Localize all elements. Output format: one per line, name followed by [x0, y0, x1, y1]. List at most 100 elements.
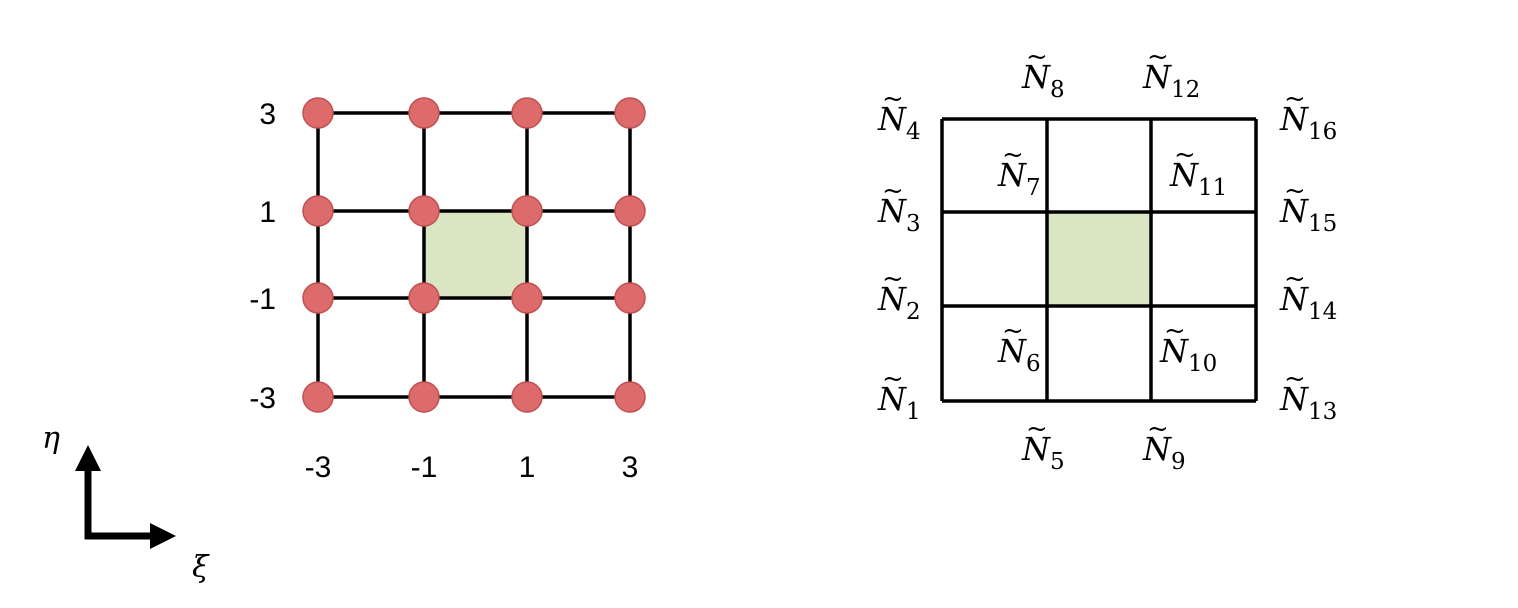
tilde-accent: ~ — [1284, 84, 1306, 114]
tilde-accent: ~ — [1174, 140, 1196, 170]
x-tick-label: -3 — [305, 451, 332, 484]
label-subscript: 14 — [1308, 299, 1337, 325]
shape-function-label-n9: ~N9 — [1142, 414, 1186, 475]
shape-function-label-n1: ~N1 — [877, 364, 921, 425]
label-subscript: 4 — [906, 119, 921, 145]
grid-node — [614, 381, 646, 413]
label-base: N — [997, 156, 1027, 194]
shape-function-label-n6: ~N6 — [997, 316, 1041, 377]
label-subscript: 6 — [1026, 351, 1041, 377]
grid-tick-labels: -3 -1 1 3 3 1 -1 -3 — [249, 98, 638, 484]
label-subscript: 16 — [1308, 119, 1337, 145]
label-subscript: 5 — [1050, 449, 1065, 475]
grid-node — [511, 195, 543, 227]
grid-node — [614, 97, 646, 129]
tilde-accent: ~ — [882, 176, 904, 206]
label-subscript: 15 — [1308, 211, 1337, 237]
grid-node — [408, 381, 440, 413]
svg-text:N9: N9 — [1142, 430, 1186, 475]
tilde-accent: ~ — [1147, 414, 1169, 444]
y-tick-label: -1 — [249, 283, 276, 316]
svg-text:N12: N12 — [1142, 58, 1200, 103]
xi-axis-label: ξ — [192, 550, 210, 585]
x-tick-label: 3 — [622, 451, 639, 484]
grid-lines — [316, 111, 632, 399]
shape-function-label-n8: ~N8 — [1021, 42, 1065, 103]
shape-function-label-n4: ~N4 — [877, 84, 921, 145]
shape-function-grid: ~N1~N2~N3~N4~N5~N6~N7~N8~N9~N10~N11~N12~… — [877, 42, 1337, 475]
svg-text:N2: N2 — [877, 280, 921, 325]
svg-text:N11: N11 — [1169, 156, 1227, 201]
label-subscript: 10 — [1188, 351, 1217, 377]
grid-node — [511, 97, 543, 129]
y-tick-label: 1 — [259, 196, 276, 229]
shape-function-label-n14: ~N14 — [1279, 264, 1337, 325]
shape-function-label-n15: ~N15 — [1279, 176, 1337, 237]
label-base: N — [1279, 380, 1309, 418]
tilde-accent: ~ — [882, 364, 904, 394]
y-tick-label: 3 — [259, 98, 276, 131]
node-grid: -3 -1 1 3 3 1 -1 -3 — [249, 97, 646, 484]
tilde-accent: ~ — [1026, 42, 1048, 72]
tilde-accent: ~ — [1284, 364, 1306, 394]
highlighted-element — [1047, 212, 1151, 306]
svg-text:N6: N6 — [997, 332, 1041, 377]
shape-function-labels: ~N1~N2~N3~N4~N5~N6~N7~N8~N9~N10~N11~N12~… — [877, 42, 1337, 475]
tilde-accent: ~ — [1147, 42, 1169, 72]
eta-arrowhead-icon — [75, 445, 101, 471]
label-subscript: 3 — [906, 211, 921, 237]
axis-indicator: η ξ — [42, 421, 210, 585]
tilde-accent: ~ — [882, 264, 904, 294]
grid-node — [408, 195, 440, 227]
tilde-accent: ~ — [1002, 140, 1024, 170]
label-base: N — [1142, 430, 1172, 468]
label-base: N — [1279, 280, 1309, 318]
label-subscript: 9 — [1171, 449, 1186, 475]
label-subscript: 13 — [1308, 399, 1337, 425]
tilde-accent: ~ — [1026, 414, 1048, 444]
tilde-accent: ~ — [1284, 176, 1306, 206]
grid-nodes — [302, 97, 646, 413]
shape-function-label-n3: ~N3 — [877, 176, 921, 237]
svg-text:N15: N15 — [1279, 192, 1337, 237]
label-subscript: 12 — [1171, 77, 1200, 103]
svg-text:N16: N16 — [1279, 100, 1337, 145]
grid-node — [302, 195, 334, 227]
svg-text:N3: N3 — [877, 192, 921, 237]
label-base: N — [997, 332, 1027, 370]
shape-function-label-n12: ~N12 — [1142, 42, 1200, 103]
x-tick-label: 1 — [519, 451, 536, 484]
label-base: N — [877, 280, 907, 318]
svg-text:N14: N14 — [1279, 280, 1337, 325]
label-subscript: 1 — [906, 399, 921, 425]
grid-node — [302, 381, 334, 413]
label-subscript: 2 — [906, 299, 921, 325]
tilde-accent: ~ — [882, 84, 904, 114]
grid-node — [302, 97, 334, 129]
label-subscript: 8 — [1050, 77, 1065, 103]
label-subscript: 11 — [1198, 175, 1227, 201]
grid-node — [302, 282, 334, 314]
svg-text:N5: N5 — [1021, 430, 1065, 475]
label-base: N — [1021, 430, 1051, 468]
label-base: N — [877, 100, 907, 138]
y-tick-label: -3 — [249, 382, 276, 415]
svg-text:N7: N7 — [997, 156, 1041, 201]
highlighted-element — [424, 211, 527, 298]
svg-text:N8: N8 — [1021, 58, 1065, 103]
svg-text:N1: N1 — [877, 380, 921, 425]
tilde-accent: ~ — [1284, 264, 1306, 294]
x-tick-label: -1 — [411, 451, 438, 484]
shape-function-label-n13: ~N13 — [1279, 364, 1337, 425]
label-base: N — [1279, 100, 1309, 138]
label-base: N — [1021, 58, 1051, 96]
xi-arrowhead-icon — [150, 523, 176, 549]
svg-text:N10: N10 — [1159, 332, 1217, 377]
eta-axis-label: η — [42, 421, 60, 456]
label-base: N — [1279, 192, 1309, 230]
grid-node — [614, 282, 646, 314]
label-base: N — [1169, 156, 1199, 194]
label-base: N — [877, 192, 907, 230]
tilde-accent: ~ — [1164, 316, 1186, 346]
